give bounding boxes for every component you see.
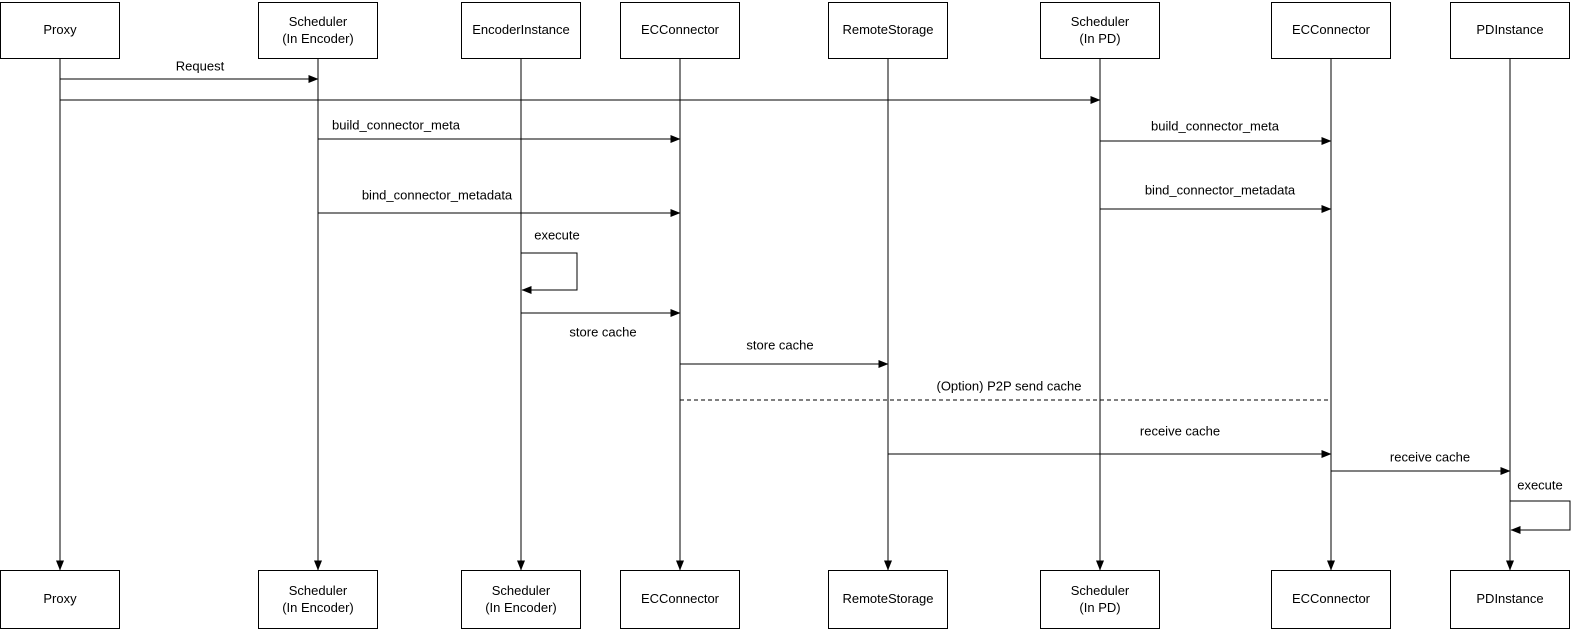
- participant-top-proxy: Proxy: [0, 2, 120, 59]
- participant-label: Proxy: [43, 591, 77, 607]
- participant-label: ECConnector: [640, 591, 720, 607]
- participant-top-ecconnector-2: ECConnector: [1271, 2, 1391, 59]
- participant-bottom-ecconnector-2: ECConnector: [1271, 570, 1391, 629]
- participant-label: RemoteStorage: [842, 591, 934, 607]
- message-label-execute-encoder: execute: [534, 227, 580, 243]
- participant-label: Scheduler (In PD): [1070, 582, 1130, 615]
- participant-top-scheduler-pd: Scheduler (In PD): [1040, 2, 1160, 59]
- participant-label: RemoteStorage: [842, 22, 934, 38]
- message-label-store-cache-1: store cache: [569, 324, 637, 340]
- message-label-request: Request: [175, 58, 225, 74]
- message-label-build-connector-meta-left: build_connector_meta: [332, 117, 460, 133]
- participant-label: PDInstance: [1476, 22, 1544, 38]
- participant-label: Scheduler (In Encoder): [282, 13, 354, 46]
- message-label-execute-pd: execute: [1517, 477, 1563, 493]
- participant-top-encoderinstance: EncoderInstance: [461, 2, 581, 59]
- participant-bottom-scheduler-encoder-2: Scheduler (In Encoder): [461, 570, 581, 629]
- participant-bottom-remotestorage: RemoteStorage: [828, 570, 948, 629]
- self-loop-execute-pd: [1510, 500, 1571, 534]
- participant-top-pdinstance: PDInstance: [1450, 2, 1570, 59]
- message-label-receive-cache-2: receive cache: [1389, 449, 1471, 465]
- participant-bottom-ecconnector-1: ECConnector: [620, 570, 740, 629]
- participant-top-remotestorage: RemoteStorage: [828, 2, 948, 59]
- message-label-store-cache-2: store cache: [746, 337, 814, 353]
- participant-top-ecconnector-1: ECConnector: [620, 2, 740, 59]
- participant-label: ECConnector: [1291, 591, 1371, 607]
- participant-bottom-scheduler-pd: Scheduler (In PD): [1040, 570, 1160, 629]
- participant-label: PDInstance: [1476, 591, 1544, 607]
- message-label-bind-connector-metadata-right: bind_connector_metadata: [1144, 182, 1296, 198]
- participant-label: EncoderInstance: [472, 22, 570, 38]
- message-label-bind-connector-metadata-left: bind_connector_metadata: [361, 187, 513, 203]
- participant-label: Scheduler (In PD): [1070, 13, 1130, 46]
- participant-bottom-pdinstance: PDInstance: [1450, 570, 1570, 629]
- message-label-build-connector-meta-right: build_connector_meta: [1151, 118, 1279, 134]
- message-label-receive-cache-1: receive cache: [1139, 423, 1221, 439]
- participant-top-scheduler-encoder: Scheduler (In Encoder): [258, 2, 378, 59]
- participant-bottom-scheduler-encoder-1: Scheduler (In Encoder): [258, 570, 378, 629]
- participant-label: Proxy: [43, 22, 77, 38]
- self-loop-execute-encoder: [521, 252, 578, 294]
- participant-label: Scheduler (In Encoder): [485, 582, 557, 615]
- participant-label: ECConnector: [640, 22, 720, 38]
- participant-bottom-proxy: Proxy: [0, 570, 120, 629]
- participant-label: ECConnector: [1291, 22, 1371, 38]
- message-label-p2p-send-cache: (Option) P2P send cache: [936, 378, 1082, 394]
- participant-label: Scheduler (In Encoder): [282, 582, 354, 615]
